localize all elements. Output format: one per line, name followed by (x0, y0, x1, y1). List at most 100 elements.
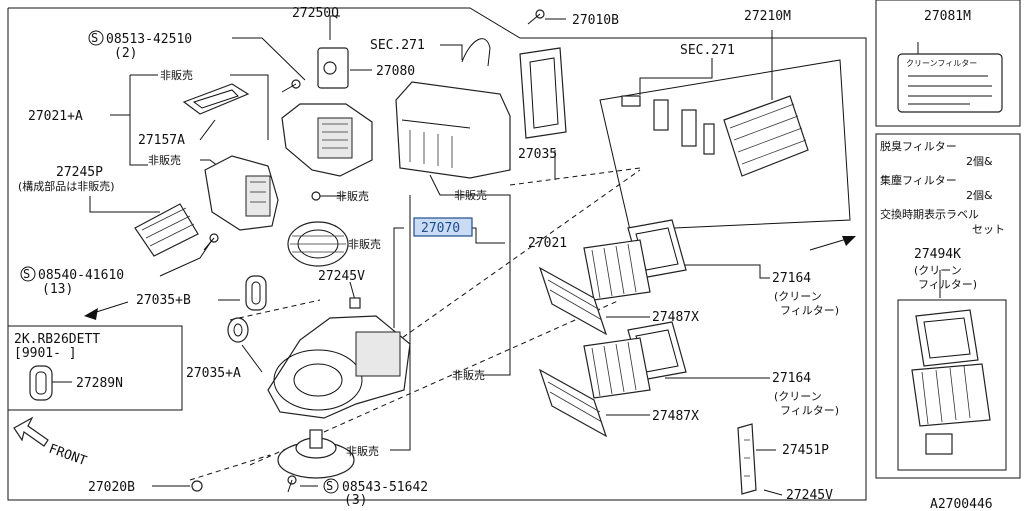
s-symbol-icon: S (20, 266, 36, 282)
label-08513-42510[interactable]: 08513-42510 (106, 32, 192, 47)
leader (440, 44, 463, 60)
label-27021[interactable]: 27021 (528, 236, 567, 251)
kit-frame (875, 133, 1021, 479)
spec-engine: 2K.RB26DETT (14, 332, 100, 347)
label-27010B[interactable]: 27010B (572, 13, 619, 28)
leader (241, 344, 263, 373)
actuator-27080 (317, 47, 349, 89)
pleated-filter-top (583, 239, 651, 301)
kit-note-2: フィルター) (918, 278, 977, 291)
small-filter (134, 203, 199, 257)
kit-line3b: セット (972, 223, 1005, 236)
label-not-for-sale: 非販売 (346, 445, 379, 458)
highlight-27070 (413, 217, 473, 237)
label-27164-top[interactable]: 27164 (772, 271, 811, 286)
screw-icon (287, 475, 297, 493)
leader (199, 119, 216, 141)
label-not-for-sale: 非販売 (348, 238, 381, 251)
label-screw2-qty: (13) (42, 282, 73, 297)
label-08543-51642[interactable]: 08543-51642 (342, 480, 428, 495)
kit-27494K-drawing (897, 299, 1007, 471)
label-card-title: クリーンフィルター (906, 59, 977, 68)
label-27494K[interactable]: 27494K (914, 247, 961, 262)
svg-text:S: S (23, 267, 30, 281)
label-27245P[interactable]: 27245P (56, 165, 103, 180)
leader (232, 37, 306, 81)
kit-line2a: 集塵フィルター (880, 173, 957, 187)
label-27157A[interactable]: 27157A (138, 133, 185, 148)
leader (390, 195, 411, 451)
label-not-for-sale: 非販売 (454, 189, 487, 202)
bracket-27451P (737, 423, 757, 495)
note-27245P: (構成部品は非販売) (18, 179, 115, 193)
label-08540-41610[interactable]: 08540-41610 (38, 268, 124, 283)
label-27035B[interactable]: 27035+B (136, 293, 191, 308)
label-27021A[interactable]: 27021+A (28, 109, 83, 124)
label-not-for-sale: 非販売 (336, 190, 369, 203)
label-27020B[interactable]: 27020B (88, 480, 135, 495)
label-27164-bottom[interactable]: 27164 (772, 371, 811, 386)
seal-27157A (182, 83, 250, 115)
label-27245V[interactable]: 27245V (318, 269, 365, 284)
seal-27289N (29, 365, 53, 401)
label-not-for-sale: 非販売 (160, 69, 193, 82)
label-27210M[interactable]: 27210M (744, 9, 791, 24)
label-sec271-b[interactable]: SEC.271 (680, 43, 735, 58)
clip-icon (349, 297, 361, 309)
filter-27487X-bottom (538, 368, 608, 438)
screw-icon (203, 233, 219, 251)
kit-line2b: 2個& (966, 189, 993, 202)
label-27245V-b[interactable]: 27245V (786, 488, 833, 503)
seal-27157A-inner (192, 89, 239, 109)
clip-icon (311, 191, 321, 201)
leader (159, 239, 213, 277)
label-screw3-qty: (3) (344, 493, 367, 508)
front-arrow-icon (13, 416, 49, 447)
filter-27487X-top (538, 266, 608, 336)
leader (763, 489, 783, 496)
filter-case (395, 81, 511, 179)
leader (393, 227, 404, 328)
intake-duct-27245P (204, 155, 279, 231)
main-frame (7, 7, 867, 501)
kit-line1a: 脱臭フィルター (880, 139, 957, 153)
label-27070[interactable]: 27070 (421, 221, 460, 236)
gasket-27035 (519, 47, 567, 139)
label-27289N[interactable]: 27289N (76, 376, 123, 391)
label-27451P[interactable]: 27451P (782, 443, 829, 458)
note-27164-top-2: フィルター) (780, 304, 839, 317)
spec-box (7, 325, 183, 411)
label-27035[interactable]: 27035 (518, 147, 557, 162)
s-symbol-icon: S (88, 30, 104, 46)
note-27164-top-1: (クリーン (774, 290, 822, 303)
label-27250Q[interactable]: 27250Q (292, 6, 339, 21)
note-27164-bottom-1: (クリーン (774, 390, 822, 403)
s-symbol-icon: S (323, 478, 339, 494)
leader (470, 227, 505, 244)
blower-upper-housing (281, 103, 373, 177)
leader (639, 58, 713, 95)
blower-lower-housing (267, 315, 411, 419)
label-27035A[interactable]: 27035+A (186, 366, 241, 381)
label-frame (875, 0, 1021, 127)
blower-motor (277, 429, 355, 479)
label-not-for-sale: 非販売 (452, 369, 485, 382)
bracket-parts (621, 95, 715, 155)
svg-text:S: S (326, 479, 333, 493)
note-27164-bottom-2: フィルター) (780, 404, 839, 417)
leader (329, 15, 340, 40)
label-sec271-a[interactable]: SEC.271 (370, 38, 425, 53)
label-27487X-top[interactable]: 27487X (652, 310, 699, 325)
label-27081M[interactable]: 27081M (924, 9, 971, 24)
leader (89, 196, 160, 213)
leader (429, 174, 511, 376)
seal-27035B (245, 275, 267, 311)
label-27080[interactable]: 27080 (376, 64, 415, 79)
svg-text:S: S (91, 31, 98, 45)
kit-note-1: (クリーン (914, 264, 962, 277)
assembly-line (189, 454, 271, 481)
spec-date: [9901- ] (14, 346, 77, 361)
label-screw1-qty: (2) (114, 46, 137, 61)
label-27487X-bottom[interactable]: 27487X (652, 409, 699, 424)
